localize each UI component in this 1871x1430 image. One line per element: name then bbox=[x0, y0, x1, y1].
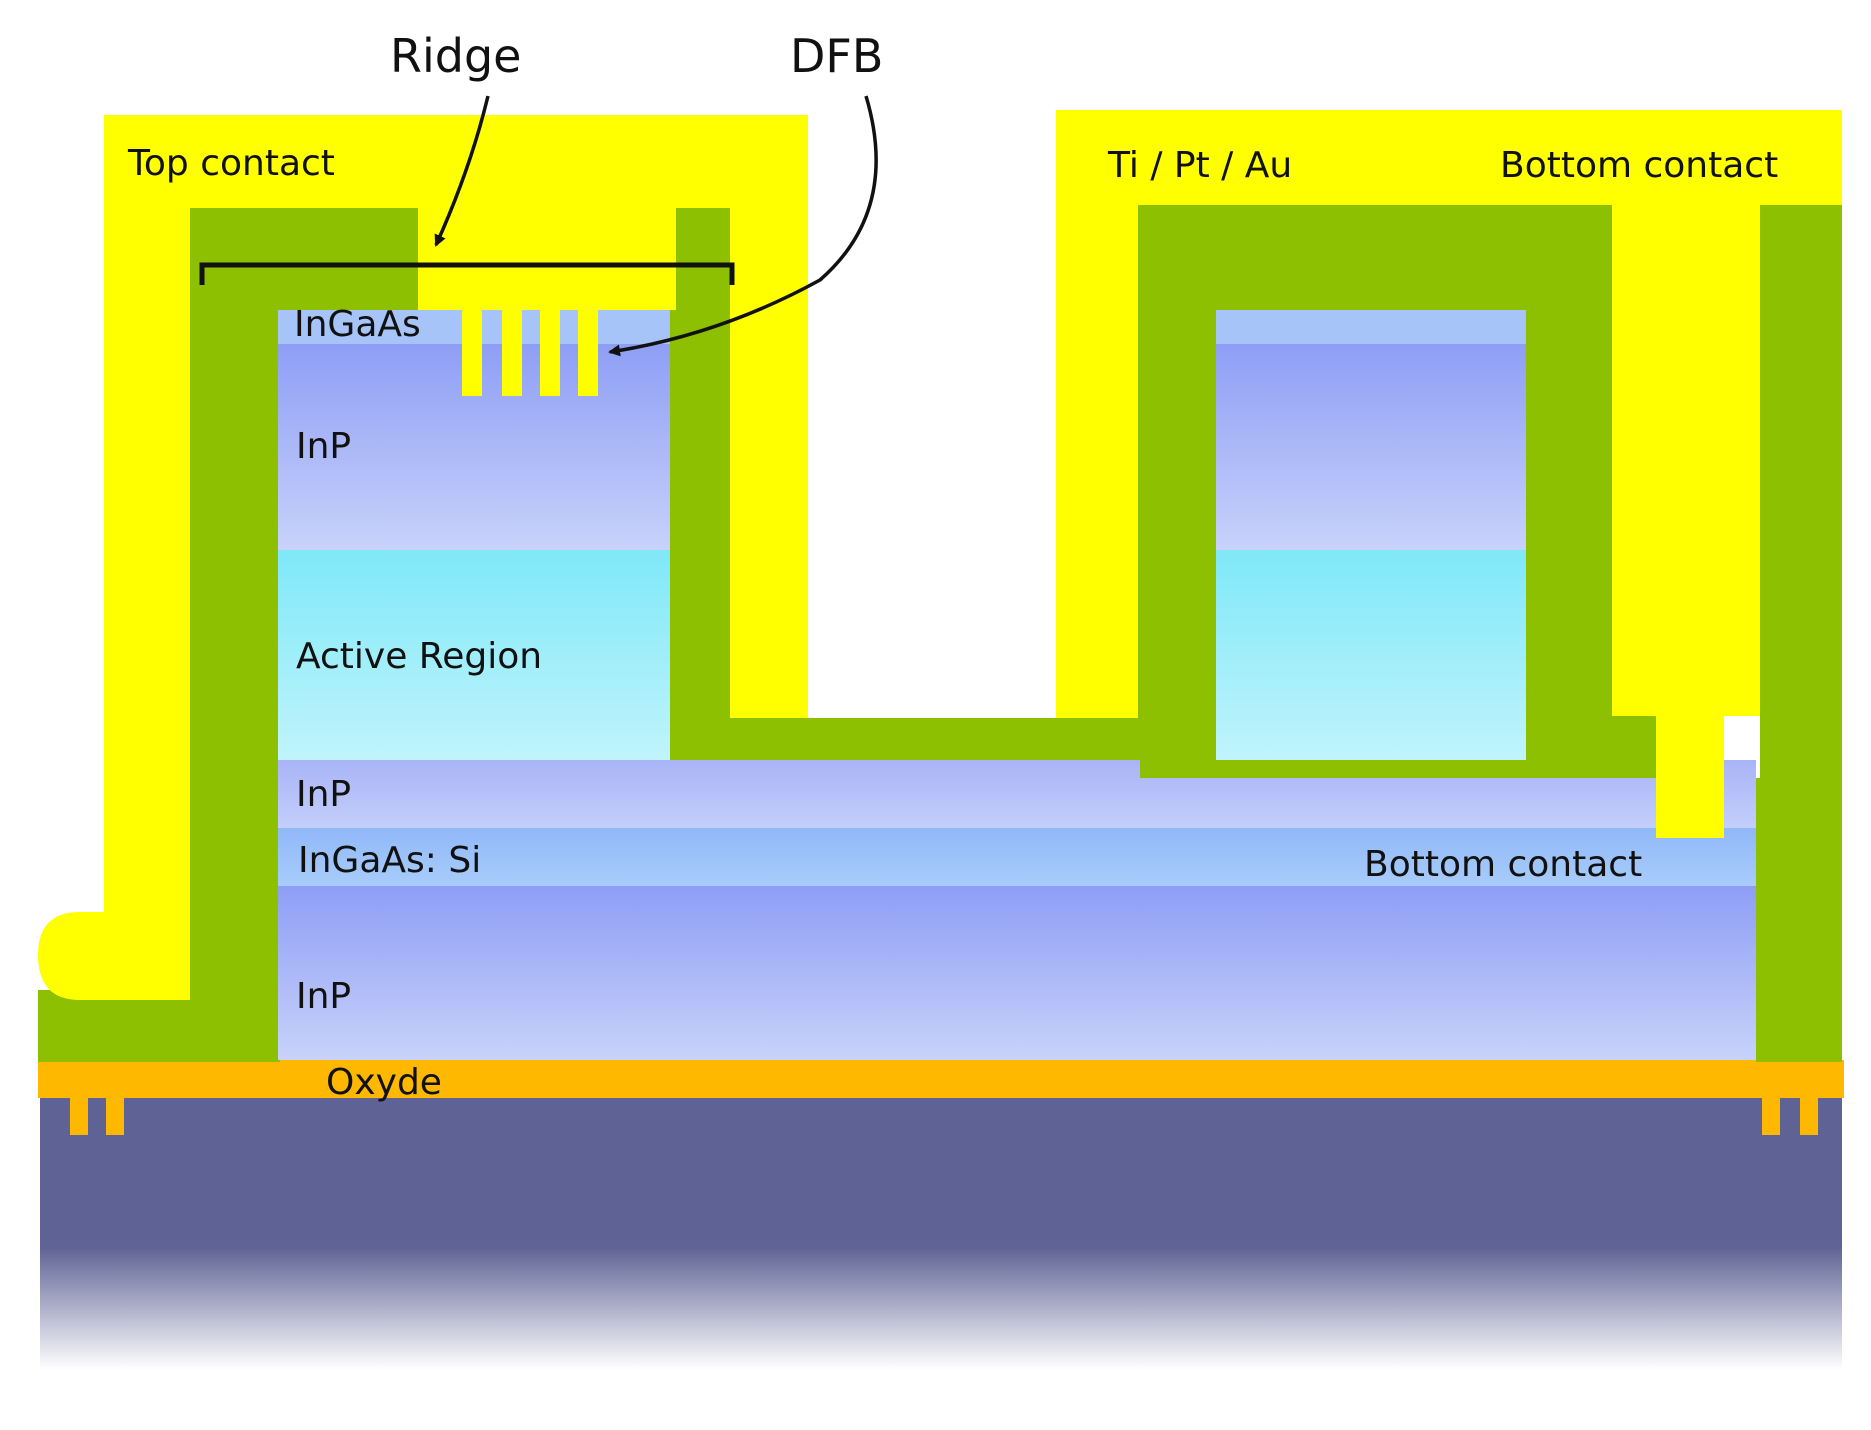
dfb-arrow bbox=[608, 95, 878, 357]
ridge-top-metal bbox=[418, 208, 676, 310]
top-contact-metal bbox=[38, 115, 808, 1000]
ridge-label: Ridge bbox=[390, 29, 521, 83]
ingaas-si-layer bbox=[278, 828, 1756, 886]
inp-lower-label: InP bbox=[296, 976, 351, 1017]
bottom-contact-label-top: Bottom contact bbox=[1500, 145, 1778, 186]
ridge-bracket bbox=[199, 262, 735, 285]
oxide-tooth bbox=[106, 1095, 124, 1135]
passivation-right-outer bbox=[1756, 205, 1842, 1062]
inp-lower-layer bbox=[278, 886, 1756, 1060]
ingaas-si-label: InGaAs: Si bbox=[298, 840, 481, 881]
active-region-label: Active Region bbox=[296, 636, 542, 677]
inp-middle-label: InP bbox=[296, 774, 351, 815]
ridge-arrow bbox=[434, 95, 490, 247]
mesa-active-layer bbox=[1216, 550, 1526, 760]
oxide-label: Oxyde bbox=[326, 1062, 442, 1103]
substrate bbox=[40, 1095, 1842, 1370]
dfb-label: DFB bbox=[790, 29, 883, 83]
active-region-layer bbox=[278, 550, 670, 760]
ingaas-top-label: InGaAs bbox=[294, 304, 421, 345]
dfb-finger bbox=[578, 310, 598, 396]
dfb-finger bbox=[502, 310, 522, 396]
bottom-contact-layer-label: Bottom contact bbox=[1364, 844, 1642, 885]
oxide-layer bbox=[38, 1060, 1844, 1098]
mesa-ingaas-layer bbox=[1216, 310, 1526, 344]
dfb-finger bbox=[462, 310, 482, 396]
mesa-inp-layer bbox=[1216, 344, 1526, 550]
oxide-tooth bbox=[70, 1095, 88, 1135]
top-contact-label: Top contact bbox=[127, 143, 335, 184]
bottom-contact-plug bbox=[1656, 716, 1724, 838]
oxide-tooth bbox=[1762, 1095, 1780, 1135]
dfb-finger bbox=[540, 310, 560, 396]
oxide-tooth bbox=[1800, 1095, 1818, 1135]
inp-upper-label: InP bbox=[296, 426, 351, 467]
bottom-contact-metal bbox=[1056, 110, 1842, 838]
metal-stack-label: Ti / Pt / Au bbox=[1107, 145, 1292, 186]
